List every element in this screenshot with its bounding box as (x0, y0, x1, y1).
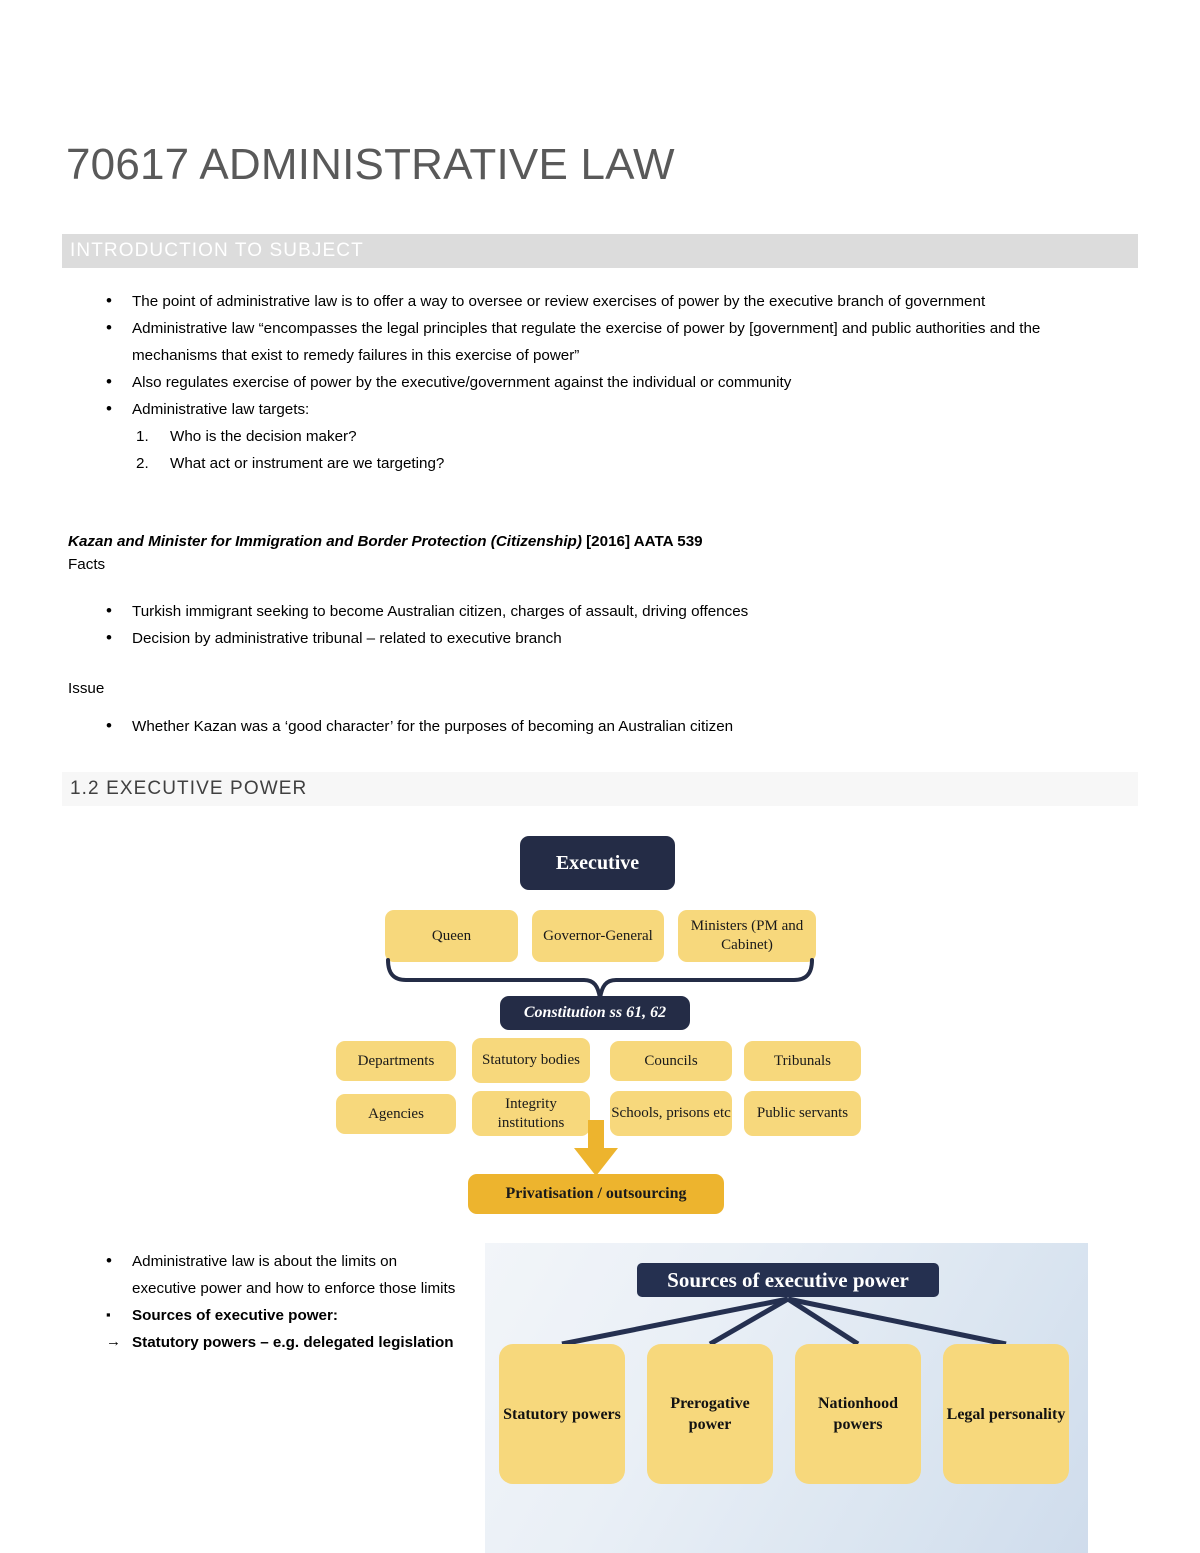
figure-sources-heading: Sources of executive power (637, 1263, 939, 1297)
diagram-node-schools-prisons: Schools, prisons etc (610, 1091, 732, 1136)
section-heading-introduction: INTRODUCTION TO SUBJECT (62, 234, 1138, 268)
list-item: • Administrative law targets: (62, 396, 1092, 423)
diagram-node-departments: Departments (336, 1041, 456, 1081)
bullet-glyph: • (106, 318, 112, 337)
down-arrow-icon (574, 1120, 618, 1176)
bullet-glyph: • (106, 601, 112, 620)
list-item: • Decision by administrative tribunal – r… (62, 625, 1062, 652)
section-heading-executive-power: 1.2 EXECUTIVE POWER (62, 772, 1138, 806)
case-citation-block: Kazan and Minister for Immigration and B… (68, 533, 1068, 578)
list-item-text: What act or instrument are we targeting? (170, 455, 445, 472)
facts-bullet-list: • Turkish immigrant seeking to become Aus… (62, 598, 1062, 652)
sources-box-statutory-powers: Statutory powers (499, 1344, 625, 1484)
diagram-node-queen: Queen (385, 910, 518, 962)
intro-bullet-list: • The point of administrative law is to o… (62, 288, 1092, 477)
bullet-glyph: ▪ (106, 1307, 111, 1322)
bullet-glyph: • (106, 399, 112, 418)
diagram-node-privatisation: Privatisation / outsourcing (468, 1174, 724, 1214)
list-item: 1. Who is the decision maker? (62, 423, 1092, 450)
list-number: 1. (136, 428, 149, 445)
sources-box-nationhood-powers: Nationhood powers (795, 1344, 921, 1484)
list-item-text: Who is the decision maker? (170, 428, 357, 445)
section-heading-label: 1.2 EXECUTIVE POWER (70, 778, 308, 799)
bullet-glyph: • (106, 716, 112, 735)
facts-label: Facts (68, 556, 106, 573)
diagram-node-statutory-bodies: Statutory bodies (472, 1038, 590, 1083)
figure-executive-structure: Executive Queen Governor-General Ministe… (320, 836, 900, 1226)
brace-connector-icon (386, 958, 814, 999)
list-item: • Also regulates exercise of power by the… (62, 369, 1092, 396)
bullet-glyph: • (106, 291, 112, 310)
list-item: → Statutory powers – e.g. delegated legi… (62, 1329, 462, 1356)
diagram-node-public-servants: Public servants (744, 1091, 861, 1136)
list-number: 2. (136, 455, 149, 472)
bullet-glyph: • (106, 372, 112, 391)
list-item-text: Sources of executive power: (132, 1307, 338, 1324)
issue-label: Issue (68, 680, 105, 697)
case-citation-ref: [2016] AATA 539 (586, 533, 703, 550)
list-item: • Administrative law is about the limits… (62, 1248, 462, 1302)
diagram-node-councils: Councils (610, 1041, 732, 1081)
list-item-text: Turkish immigrant seeking to become Aust… (132, 603, 749, 620)
issue-bullet-list: • Whether Kazan was a ‘good character’ fo… (62, 713, 1062, 740)
section-heading-label: INTRODUCTION TO SUBJECT (70, 240, 364, 261)
list-item: • Administrative law “encompasses the leg… (62, 315, 1092, 369)
arrow-bullet-glyph: → (106, 1333, 121, 1350)
list-item-text: Also regulates exercise of power by the … (132, 374, 792, 391)
sources-box-prerogative-power: Prerogative power (647, 1344, 773, 1484)
list-item: • Whether Kazan was a ‘good character’ fo… (62, 713, 1062, 740)
diagram-node-agencies: Agencies (336, 1094, 456, 1134)
diagram-node-tribunals: Tribunals (744, 1041, 861, 1081)
list-item: • The point of administrative law is to o… (62, 288, 1092, 315)
intro-numbered-list: 1. Who is the decision maker? 2. What act … (62, 423, 1092, 477)
list-item-text: Administrative law “encompasses the lega… (132, 320, 1041, 364)
list-item: ▪ Sources of executive power: (62, 1302, 462, 1329)
diagram-node-governor-general: Governor-General (532, 910, 664, 962)
diagram-node-integrity-institutions: Integrity institutions (472, 1091, 590, 1136)
diagram-node-ministers: Ministers (PM and Cabinet) (678, 910, 816, 962)
page-title: 70617 ADMINISTRATIVE LAW (66, 140, 675, 189)
diagram-node-executive: Executive (520, 836, 675, 890)
list-item-text: Decision by administrative tribunal – re… (132, 630, 562, 647)
executive-notes-list: • Administrative law is about the limits… (62, 1248, 462, 1356)
case-name: Kazan and Minister for Immigration and B… (68, 533, 582, 550)
list-item-text: Administrative law targets: (132, 401, 310, 418)
bullet-glyph: • (106, 628, 112, 647)
sources-box-legal-personality: Legal personality (943, 1344, 1069, 1484)
list-item: 2. What act or instrument are we targetin… (62, 450, 1092, 477)
case-citation-line: Kazan and Minister for Immigration and B… (68, 533, 1068, 551)
list-item-text: The point of administrative law is to of… (132, 293, 986, 310)
list-item-text: Whether Kazan was a ‘good character’ for… (132, 718, 734, 735)
diagram-node-constitution: Constitution ss 61, 62 (500, 996, 690, 1030)
bullet-glyph: • (106, 1251, 112, 1270)
list-item-text: Statutory powers – e.g. delegated legisl… (132, 1334, 454, 1351)
list-item: • Turkish immigrant seeking to become Aus… (62, 598, 1062, 625)
connector-lines (561, 1296, 1007, 1347)
figure-sources-of-executive-power: Sources of executive power Statutory pow… (485, 1243, 1088, 1553)
list-item-text: Administrative law is about the limits o… (132, 1253, 456, 1297)
